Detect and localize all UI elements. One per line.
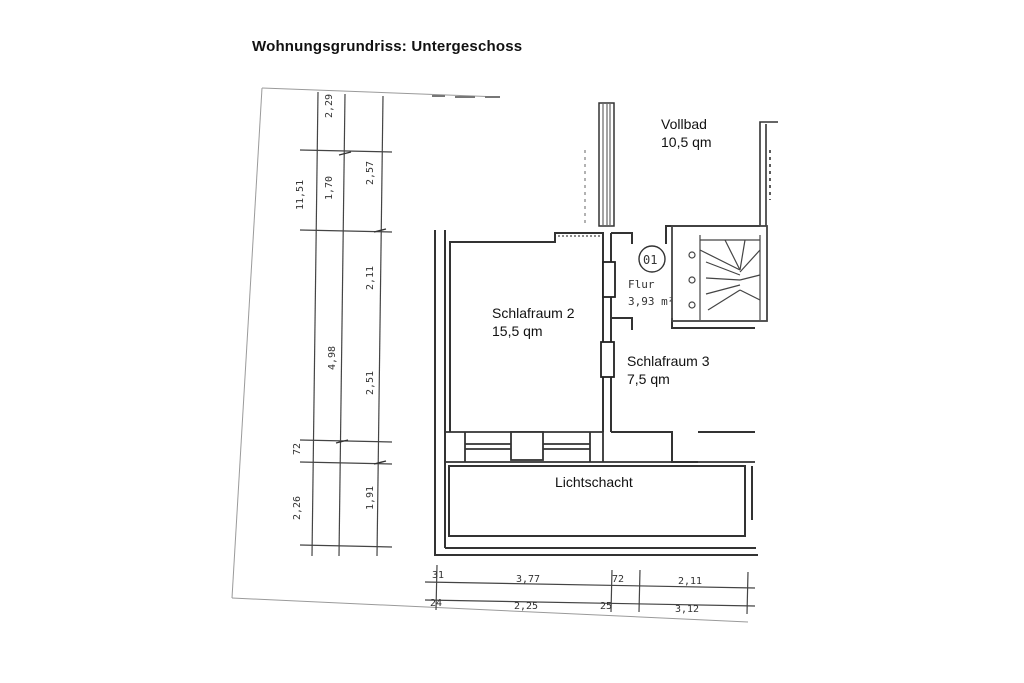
dim-label-left: 72 [292, 443, 303, 455]
room-area: 15,5 qm [492, 323, 543, 339]
room-label-vollbad: Vollbad 10,5 qm [661, 115, 712, 151]
room-name: Lichtschacht [555, 474, 633, 490]
door-schlafraum-3 [600, 341, 615, 378]
dim-label-left: 2,29 [324, 94, 335, 118]
page-title: Wohnungsgrundriss: Untergeschoss [252, 38, 523, 55]
staircase [671, 225, 768, 322]
room-area: 10,5 qm [661, 134, 712, 150]
dim-label-bottom: 25 [600, 601, 612, 612]
dim-label-left: 2,51 [365, 371, 376, 395]
dim-label-left: 1,70 [324, 176, 335, 200]
dim-label-bottom: 3,77 [516, 574, 540, 585]
dim-label-left: 1,91 [365, 486, 376, 510]
dim-label-bottom: 2,25 [514, 601, 538, 612]
right-cabinet [759, 121, 778, 226]
dim-label-bottom: 24 [430, 598, 442, 609]
dim-label-left: 2,26 [292, 496, 303, 520]
dim-label-left: 2,57 [365, 161, 376, 185]
room-name: Schlafraum 3 [627, 353, 710, 369]
lichtschacht-walls [448, 465, 753, 537]
dimension-lines-left [299, 91, 393, 557]
flur-area: 3,93 m² [628, 295, 674, 308]
dim-label-bottom: 72 [612, 574, 624, 585]
outer-walls [434, 230, 758, 556]
dimension-lines-bottom [424, 564, 756, 615]
dim-label-bottom: 31 [432, 570, 444, 581]
dim-label-bottom: 3,12 [675, 604, 699, 615]
flur-name: Flur [628, 278, 655, 291]
dim-label-left: 4,98 [327, 346, 338, 370]
room-label-lichtschacht: Lichtschacht [555, 473, 633, 491]
room-name: Schlafraum 2 [492, 305, 575, 321]
top-wall-fragments [432, 95, 500, 98]
flur-number: 01 [643, 253, 657, 267]
vollbad-wall [584, 102, 615, 227]
dim-label-bottom: 2,11 [678, 576, 702, 587]
dim-label-left: 11,51 [295, 180, 306, 210]
schlafraum-3-walls [611, 431, 755, 463]
room-label-schlafraum-3: Schlafraum 3 7,5 qm [627, 352, 709, 388]
window-wall [445, 431, 755, 463]
dimension-ticks-left [335, 151, 387, 465]
sheet-edges [231, 87, 749, 623]
door-schlafraum-2 [602, 261, 616, 298]
room-name: Vollbad [661, 116, 707, 132]
room-area: 7,5 qm [627, 371, 670, 387]
flur-number-circle [638, 245, 666, 273]
dim-label-left: 2,11 [365, 266, 376, 290]
room-label-schlafraum-2: Schlafraum 2 15,5 qm [492, 304, 574, 340]
